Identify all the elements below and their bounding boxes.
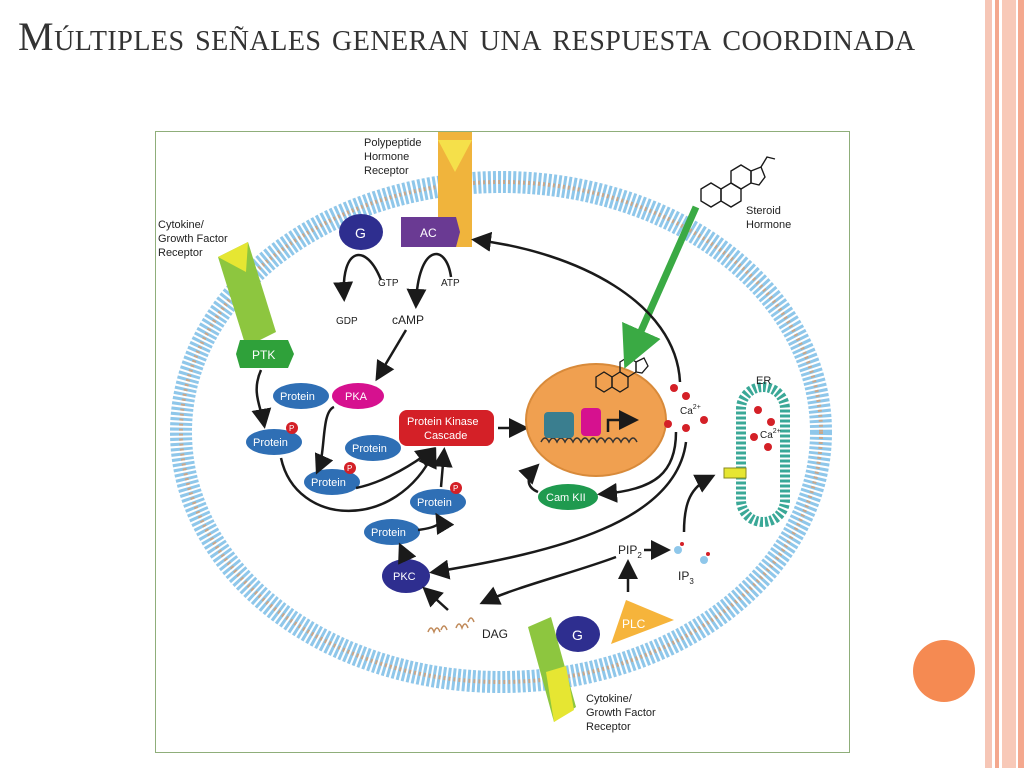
steroid-green-arrow — [622, 205, 700, 369]
decor-stripe-4 — [1018, 0, 1024, 768]
protein-label-6: Protein — [371, 527, 406, 539]
atp-camp-arrow — [406, 252, 453, 309]
cytokine-receptor-top — [218, 242, 276, 347]
protein5-cascade-arrow — [432, 447, 453, 488]
ptk-node: PTK — [236, 340, 294, 368]
ip3-label: IP3 — [678, 569, 694, 586]
protein6-protein5-arrow — [417, 512, 455, 536]
protein-label-4: Protein — [311, 477, 346, 489]
ip3-molecules — [674, 542, 710, 564]
steroid-hormone-molecule — [700, 156, 776, 208]
protein-label-1: Protein — [280, 391, 315, 403]
phospho-label-3: P — [453, 484, 458, 493]
ip3-er-arrow — [682, 474, 716, 533]
cam-kii-label: Cam KII — [546, 492, 586, 504]
decor-orange-dot — [913, 640, 975, 702]
polypeptide-receptor-label-1: Polypeptide — [364, 137, 422, 149]
er-label: ER — [756, 375, 771, 387]
ca-receptor-arrow — [471, 231, 682, 383]
plc-node: PLC — [611, 600, 674, 644]
protein-label-5: Protein — [417, 497, 452, 509]
plc-label: PLC — [622, 617, 646, 631]
endoplasmic-reticulum — [723, 382, 790, 527]
signaling-diagram: Polypeptide Hormone Receptor Cytokine/ G… — [155, 131, 850, 753]
cytokine-top-label-3: Receptor — [158, 247, 203, 259]
protein-node-3: Protein — [345, 435, 401, 461]
polypeptide-receptor-label-3: Receptor — [364, 165, 409, 177]
nucleus-pkc-arrow — [429, 441, 688, 580]
cascade-label-1: Protein Kinase — [407, 416, 479, 428]
ptk-label: PTK — [252, 348, 275, 362]
polypeptide-receptor-label-2: Hormone — [364, 151, 409, 163]
dag-label: DAG — [482, 627, 508, 641]
protein-label-3: Protein — [352, 443, 387, 455]
cam-kii-node: Cam KII — [538, 484, 598, 510]
cytokine-bottom-label-2: Growth Factor — [586, 707, 656, 719]
steroid-label-1: Steroid — [746, 205, 781, 217]
nucleus — [525, 356, 667, 477]
gtp-label: GTP — [378, 278, 399, 289]
g-protein-top: G — [339, 214, 383, 250]
cytokine-bottom-label-3: Receptor — [586, 721, 631, 733]
ptk-protein-arrow — [251, 369, 272, 429]
protein-kinase-cascade: Protein Kinase Cascade — [399, 410, 494, 446]
g-protein-bottom-label: G — [572, 627, 583, 643]
camp-pka-arrow — [375, 329, 408, 382]
cytokine-top-label-2: Growth Factor — [158, 233, 228, 245]
decor-stripe-3 — [1002, 0, 1016, 768]
steroid-label-2: Hormone — [746, 219, 791, 231]
signaling-diagram-svg: Polypeptide Hormone Receptor Cytokine/ G… — [158, 132, 832, 733]
protein-node-1: Protein — [273, 383, 329, 409]
protein-node-5: Protein P — [410, 482, 466, 515]
protein-node-6: Protein — [364, 519, 420, 545]
atp-label: ATP — [441, 278, 460, 289]
pkc-protein6-arrow — [398, 542, 417, 565]
cytokine-receptor-bottom — [528, 617, 576, 722]
ac-label: AC — [420, 226, 437, 240]
g-protein-top-label: G — [355, 225, 366, 241]
pka-protein-arrow — [314, 405, 335, 475]
pka-node: PKA — [332, 383, 384, 409]
decor-stripe-2 — [995, 0, 999, 768]
camkii-nucleus-arrow — [518, 463, 540, 494]
pkc-label: PKC — [393, 571, 416, 583]
dag-pkc-arrow — [422, 586, 449, 611]
ca-camkii-arrow — [597, 431, 678, 503]
cytokine-bottom-label-1: Cytokine/ — [586, 693, 633, 705]
cascade-label-2: Cascade — [424, 430, 467, 442]
decor-stripe-1 — [985, 0, 992, 768]
pka-label: PKA — [345, 391, 368, 403]
protein4-cascade-arrow — [355, 447, 437, 490]
cell-membrane — [170, 171, 832, 693]
slide-title: Múltiples señales generan una respuesta … — [18, 14, 916, 59]
protein2-cascade-arrow — [279, 447, 437, 512]
camp-label: cAMP — [392, 313, 424, 327]
protein-node-4: Protein P — [304, 462, 360, 495]
phospho-label-1: P — [289, 424, 294, 433]
g-protein-bottom: G — [556, 616, 600, 652]
protein-label-2: Protein — [253, 437, 288, 449]
gdp-label: GDP — [336, 316, 358, 327]
phospho-label-2: P — [347, 464, 352, 473]
gtp-gdp-arrow — [333, 253, 383, 302]
pip2-label: PIP2 — [618, 543, 642, 560]
pkc-node: PKC — [382, 559, 430, 593]
cytokine-top-label-1: Cytokine/ — [158, 219, 205, 231]
calcium-ions-cytosol — [664, 384, 708, 432]
dag-lipids — [427, 617, 475, 635]
ca-label-er: Ca2+ — [760, 428, 781, 441]
ac-node: AC — [401, 217, 460, 247]
ca-label-cytosol: Ca2+ — [680, 404, 701, 417]
protein-node-2: Protein P — [246, 422, 302, 455]
pip2-dag-arrow — [479, 555, 617, 605]
